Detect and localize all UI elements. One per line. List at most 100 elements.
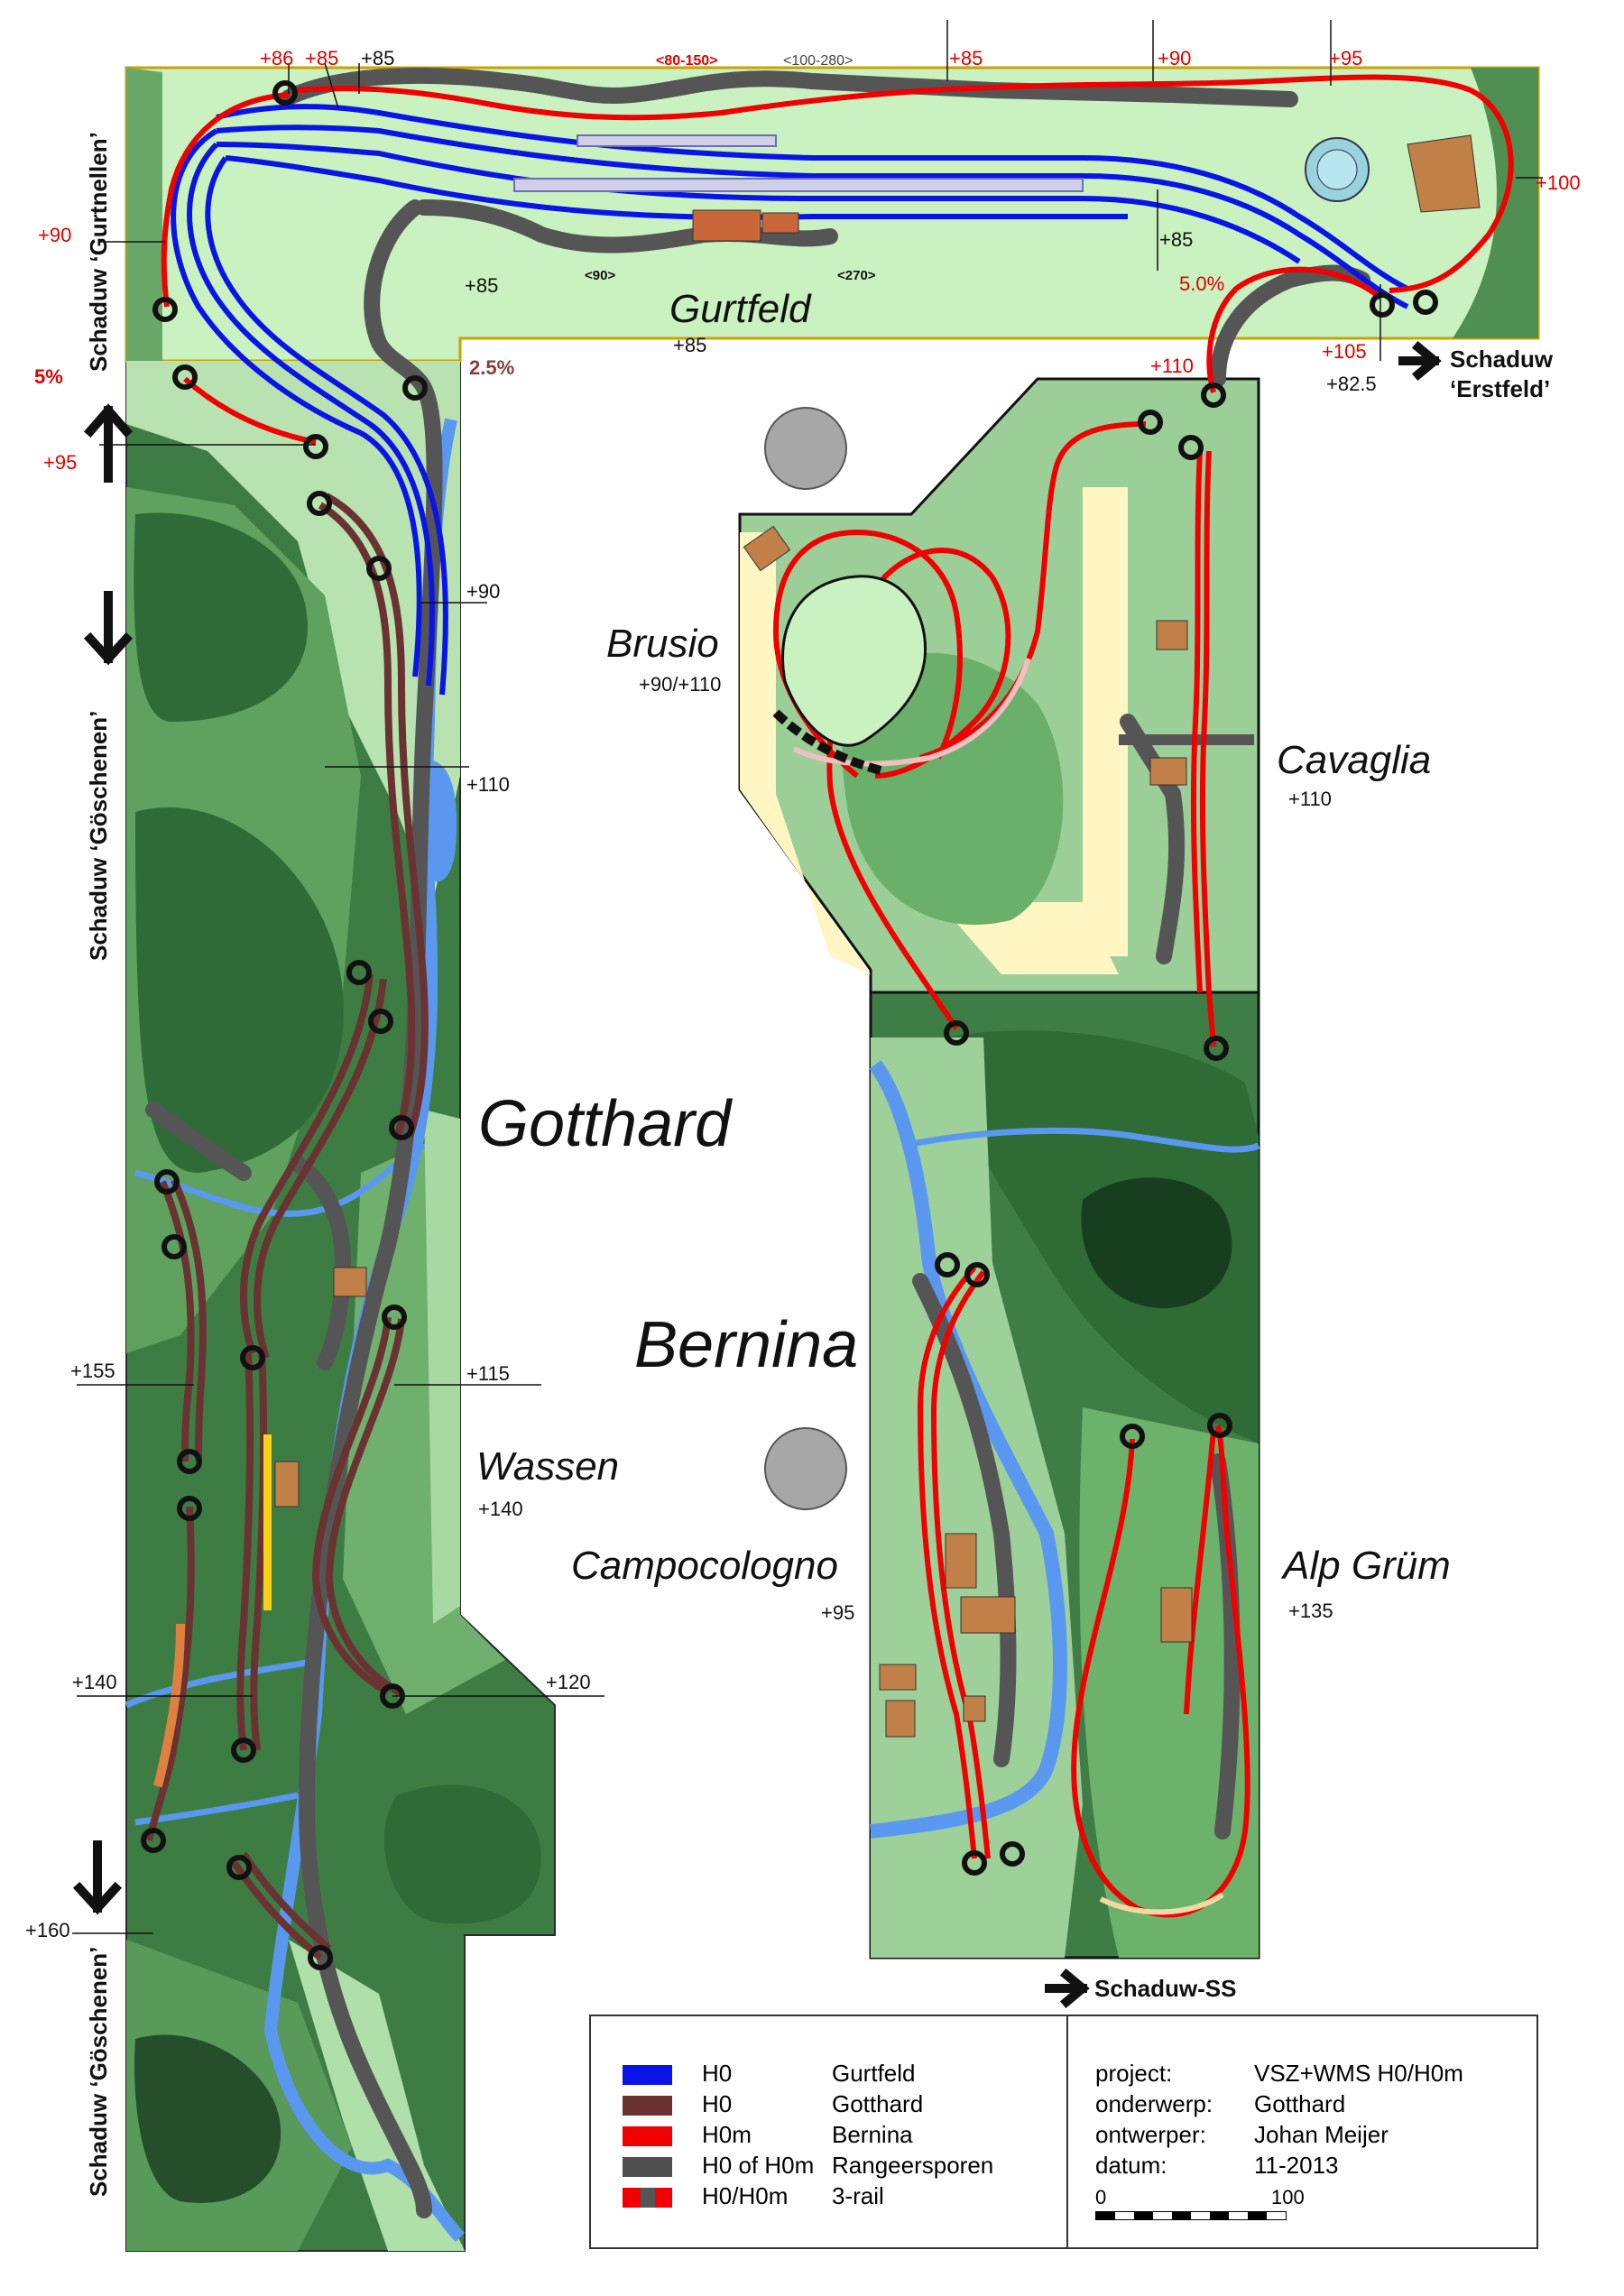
shadow-erstfeld-1: Schaduw <box>1450 346 1554 373</box>
terrain-dark-left-4 <box>134 2034 281 2203</box>
label-h85c: +85 <box>949 47 983 69</box>
gurtfeld-edge-left <box>126 68 162 361</box>
gotthard-track-c2 <box>171 1178 207 1462</box>
terrain-dark-left-1 <box>134 512 308 722</box>
height-brusio: +90/+110 <box>639 673 721 696</box>
meta-row: datum: 11-2013 <box>1084 2152 1518 2182</box>
building-brusio <box>743 525 791 572</box>
gotthard-track-b2 <box>254 978 387 1360</box>
building-campocologno-4 <box>885 1700 916 1738</box>
portal-7 <box>368 1009 393 1034</box>
legend-gauge: H0/H0m <box>702 2182 789 2209</box>
bernina-curve-brusio-up <box>919 421 1147 761</box>
scale-end: 100 <box>1271 2186 1305 2208</box>
portal-24 <box>944 1020 969 1046</box>
bernina-cavaglia-1 <box>1199 450 1216 1047</box>
gotthard-3rail-segment <box>153 1623 185 1788</box>
station-alp-grum: Alp Grüm <box>1280 1544 1451 1588</box>
building-alp-grum <box>1160 1587 1193 1643</box>
building-cavaglia-1 <box>1156 620 1188 650</box>
height-campocologno: +95 <box>821 1601 854 1624</box>
gotthard-track-d <box>236 1352 254 1751</box>
bernina-3rail-alp-grum <box>1099 1892 1224 1915</box>
label-h140: +140 <box>72 1671 117 1693</box>
meta-row: onderwerp:Gotthard <box>1084 2090 1518 2121</box>
roundhouse <box>1407 134 1481 213</box>
label-h110-mid: +110 <box>466 773 510 796</box>
portal-19 <box>308 1945 333 1970</box>
gotthard-track-e2 <box>325 1318 405 1697</box>
bernina-3rail-brusio <box>792 658 1031 767</box>
portal-23 <box>1204 1036 1229 1061</box>
building-campocologno-2 <box>960 1596 1016 1634</box>
label-h90: +90 <box>1158 47 1191 69</box>
legend-gauge: H0 <box>702 2060 733 2087</box>
gotthard-track-a <box>318 502 416 1139</box>
terrain-light-bernina-2 <box>1079 1407 1259 1958</box>
blue-track-1 <box>216 104 1409 291</box>
meta-value: 11-2013 <box>1254 2152 1339 2179</box>
legend-name: Rangeersporen <box>832 2152 994 2179</box>
shadow-goschenen-top: Schaduw ‘Göschenen’ <box>85 711 112 961</box>
portal-26 <box>964 1262 990 1287</box>
siding-cavaglia <box>1120 714 1186 964</box>
portal-10 <box>161 1234 187 1259</box>
legend-name: Gurtfeld <box>832 2060 916 2087</box>
portal-2 <box>172 364 198 390</box>
portal-28 <box>1207 1413 1232 1438</box>
portal-20 <box>1201 383 1226 408</box>
scale-start: 0 <box>1095 2186 1107 2208</box>
portal-32 <box>1370 292 1395 318</box>
river-right <box>869 1060 1067 1839</box>
portal-30 <box>1000 1841 1025 1867</box>
stream-right-1 <box>901 1127 1260 1153</box>
gotthard-track-e <box>311 1316 392 1695</box>
legend-swatch <box>623 2188 672 2208</box>
label-h155: +155 <box>70 1360 115 1382</box>
label-h90-left: +90 <box>38 224 71 246</box>
bernina-track-gurtnellen <box>161 92 290 308</box>
portal-21 <box>1138 410 1163 435</box>
gotthard-building-mid <box>333 1267 367 1297</box>
label-r80-150: <80-150> <box>656 53 718 69</box>
label-h115: +115 <box>466 1362 510 1385</box>
bernina-campocologno-2 <box>930 1270 991 1859</box>
siding-bottom-curve <box>290 1156 352 1370</box>
label-r100-280: <100-280> <box>783 53 853 69</box>
legend-name: Gotthard <box>832 2090 924 2117</box>
siding-top-turn <box>416 199 838 254</box>
legend-name: Bernina <box>832 2121 913 2148</box>
station-campocologno: Campocologno <box>571 1544 838 1588</box>
platform-gurtfeld-1 <box>513 178 1084 192</box>
building-campocologno-1 <box>945 1533 977 1589</box>
terrain-dark-left-2 <box>135 807 344 1173</box>
portal-8 <box>389 1115 414 1140</box>
bernina-alp-grum-inner <box>1184 1429 1216 1715</box>
portal-27 <box>1120 1424 1145 1449</box>
portal-9 <box>154 1169 180 1194</box>
portal-1 <box>152 297 178 322</box>
meta-key: datum: <box>1095 2152 1167 2179</box>
siding-campocologno <box>912 1273 1017 1767</box>
terrain-sand-3 <box>740 532 871 974</box>
station-wassen: Wassen <box>476 1444 619 1489</box>
meta-row: project:VSZ+WMS H0/H0m <box>1084 2060 1518 2090</box>
station-gurtfeld: Gurtfeld <box>669 287 812 331</box>
portal-18 <box>226 1855 252 1880</box>
bernina-loop-brusio <box>826 548 1011 1030</box>
label-g50: 5.0% <box>1179 272 1224 295</box>
siding-left-1 <box>145 1102 252 1181</box>
turntable-inner <box>1316 149 1358 190</box>
shadow-erstfeld-2: ‘Erstfeld’ <box>1450 375 1550 402</box>
arrow-right-ss <box>1045 1968 1090 2009</box>
gotthard-platform-yellow <box>263 1434 272 1610</box>
portal-15 <box>231 1738 256 1763</box>
height-cavaglia: +110 <box>1288 788 1332 810</box>
gurtfeld-edge-right <box>1453 68 1538 338</box>
label-r90: <90> <box>585 268 615 283</box>
shadow-goschenen-bottom: Schaduw ‘Göschenen’ <box>85 1947 112 2197</box>
